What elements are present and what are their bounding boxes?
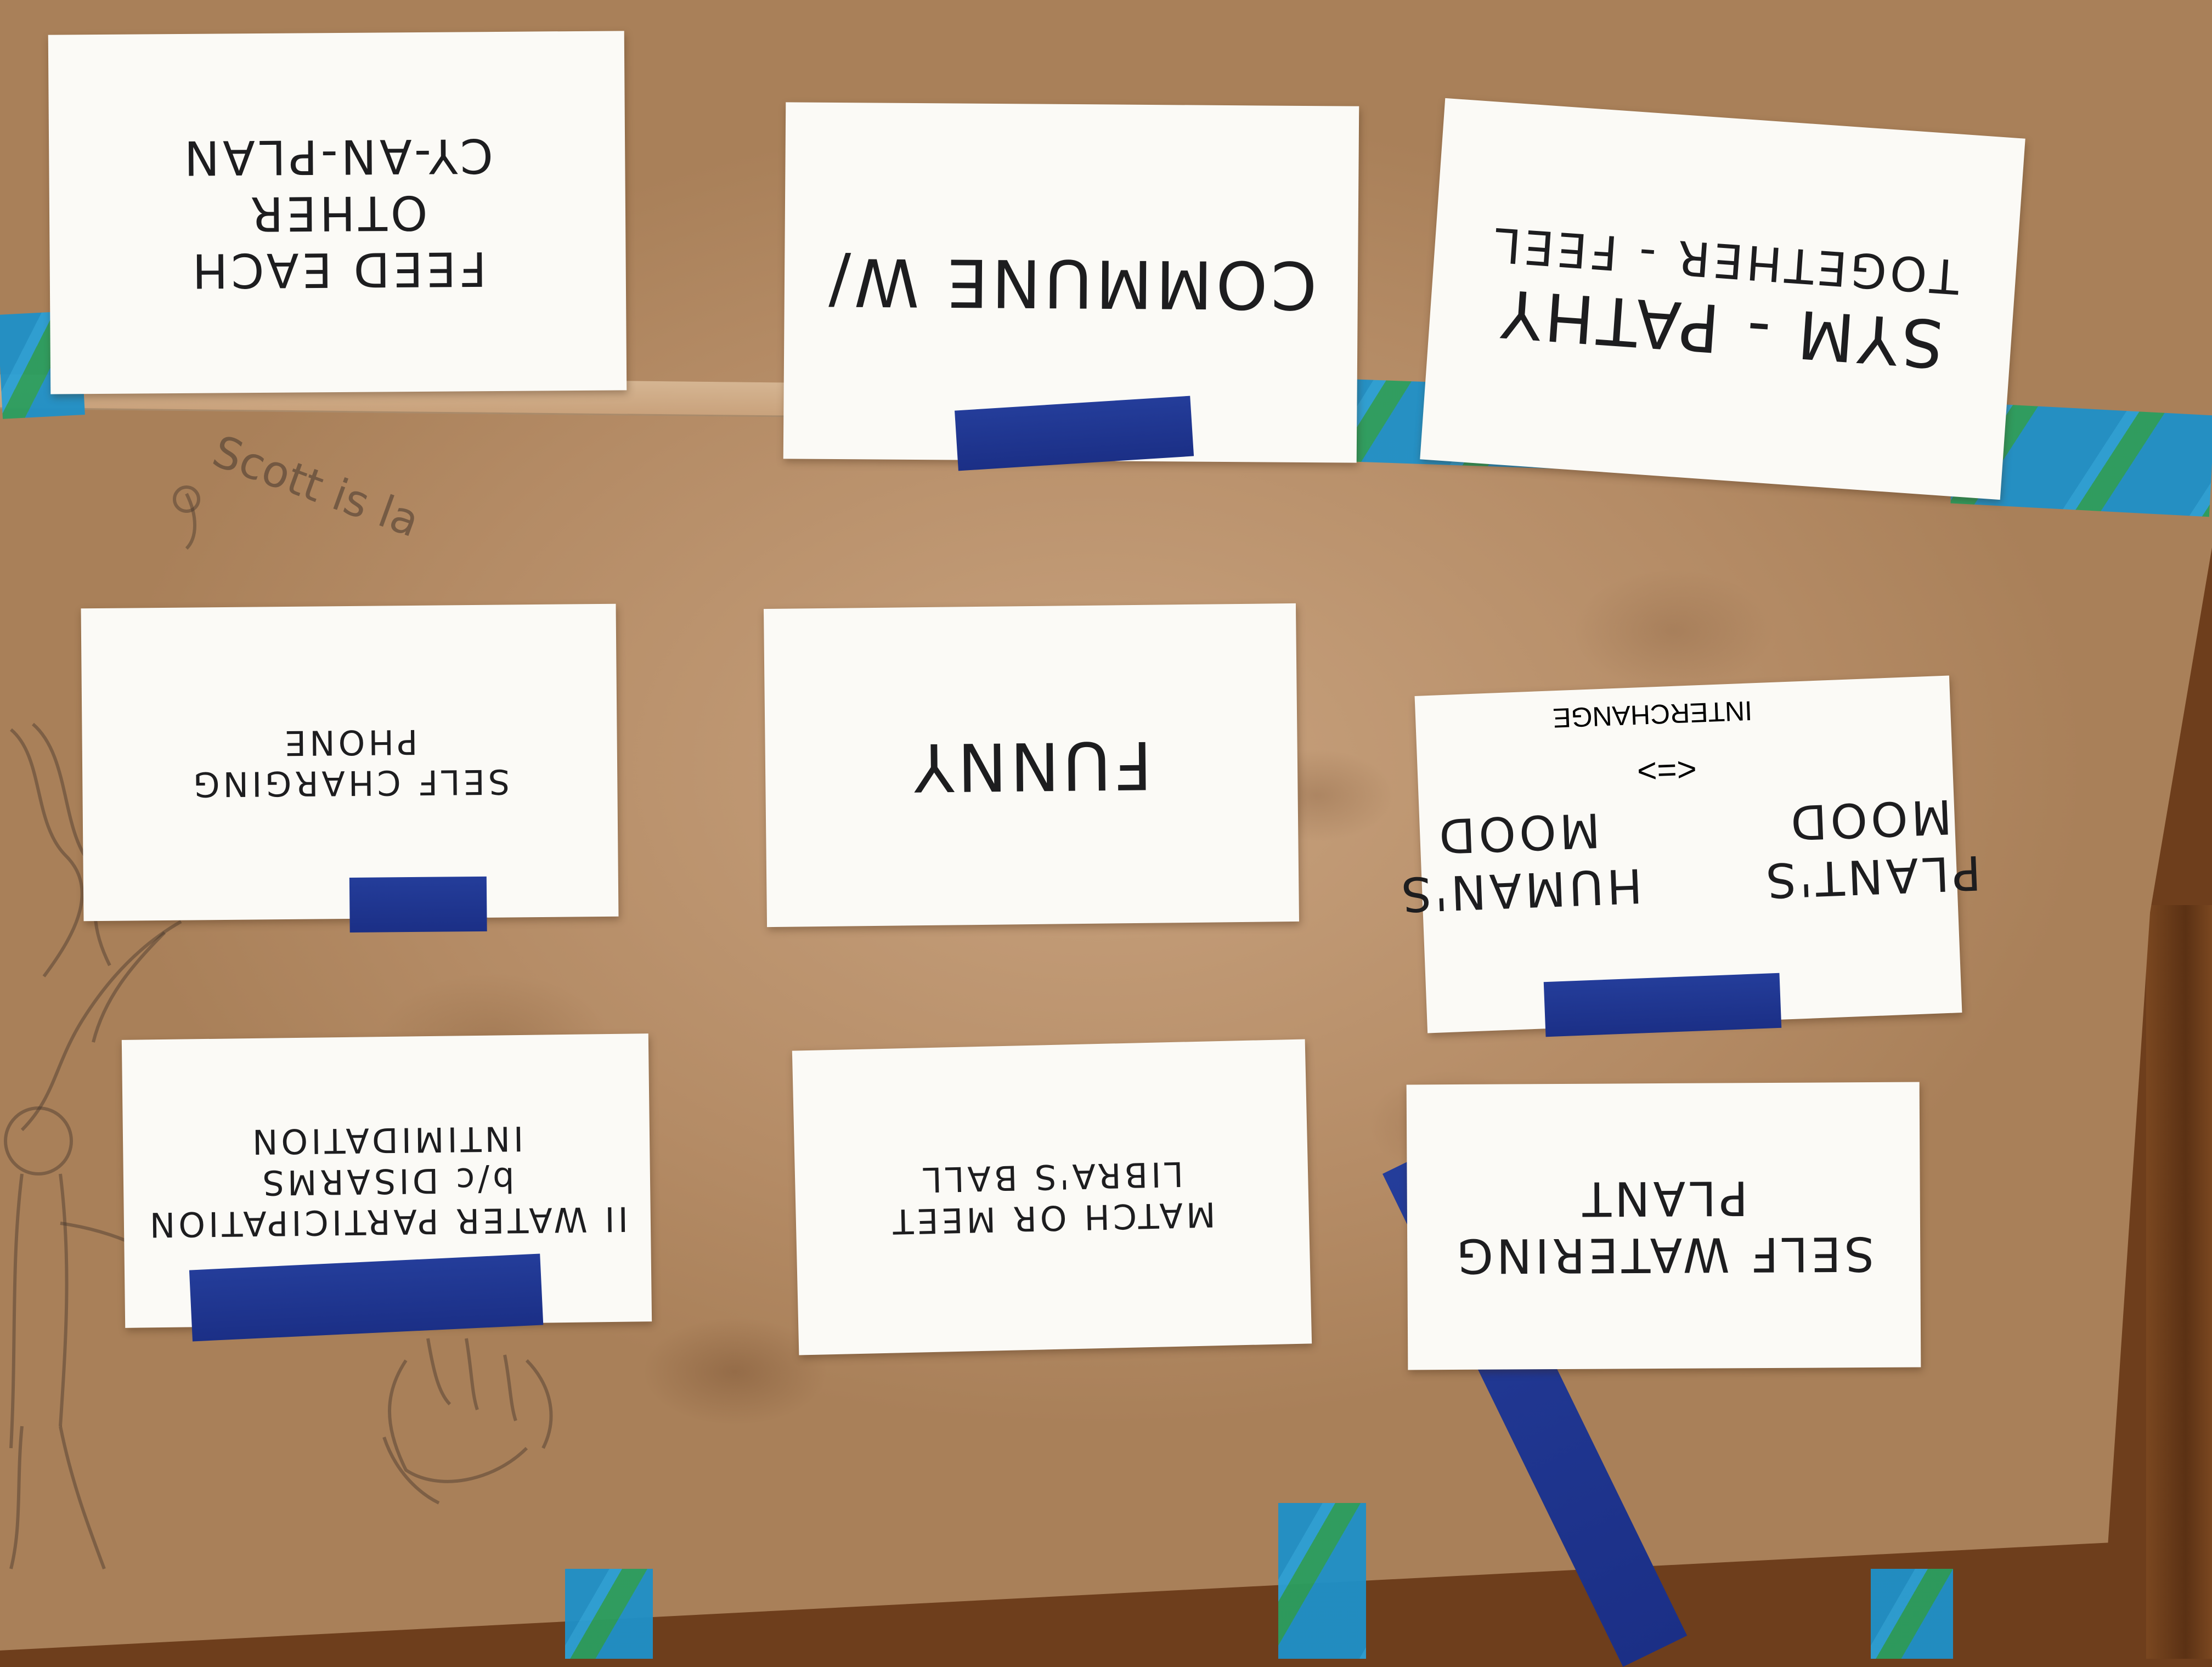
card-text-line: COMMUNE W/ [825, 242, 1317, 323]
index-card-plant-human-mood: PLANT'S MOOD HUMAN'S MOOD <=> INTERCHANG… [1397, 675, 1982, 1037]
index-card-sympathy: SYM - PATHY TOGETHER - FEEL [1420, 98, 2025, 500]
dark-tape-strip [349, 876, 487, 933]
painters-tape-bottom-1 [565, 1569, 653, 1659]
index-card-self-watering-plant: SELF WATERING PLANT [1406, 1082, 1921, 1370]
card-text-line: SELF CHARGING [190, 761, 510, 805]
card-text-line: MOOD [1786, 789, 1953, 850]
card-text-line: PLANT [1579, 1170, 1748, 1226]
card-text-line: INTIMIDATION [249, 1118, 524, 1162]
card-text-line: b/c DISARMS [259, 1159, 515, 1203]
index-card-water-participation: II WATER PARTICIPATION b/c DISARMS INTIM… [121, 1033, 652, 1342]
card-text-line: HUMAN'S [1397, 857, 1644, 922]
index-card-commune-with: COMMUNE W/ [783, 102, 1359, 471]
wood-table-edge [2146, 905, 2212, 1659]
card-text-line: OTHER [247, 184, 428, 241]
card-text-line: FUNNY [910, 726, 1153, 805]
index-card-feed-each-other: FEED EACH OTHER CY-AN-PLAN [48, 31, 627, 394]
card-text-line: LIBRA'S BALL [919, 1154, 1184, 1200]
painters-tape-bottom-2 [1278, 1503, 1366, 1659]
painters-tape-bottom-3 [1871, 1569, 1953, 1659]
index-card-funny: FUNNY [763, 603, 1300, 928]
index-card-match-or-meet: MATCH OR MEET LIBRA'S BALL [792, 1039, 1312, 1355]
card-text-line: FEED EACH [189, 241, 487, 298]
dark-tape-strip [1543, 973, 1782, 1037]
card-text-line: SELF WATERING [1453, 1226, 1875, 1284]
index-card-self-charging-phone: SELF CHARGING PHONE [81, 603, 619, 933]
divider-line [1698, 771, 1705, 936]
card-text-line: PLANT'S [1762, 844, 1982, 908]
card-text-line: <=> [1636, 750, 1697, 790]
card-text-line: MOOD [1435, 802, 1601, 864]
card-text-line: MATCH OR MEET [889, 1194, 1216, 1242]
card-text-line: PHONE [281, 721, 418, 764]
card-text-line: CY-AN-PLAN [180, 127, 494, 185]
card-text-line: II WATER PARTICIPATION [146, 1199, 629, 1245]
